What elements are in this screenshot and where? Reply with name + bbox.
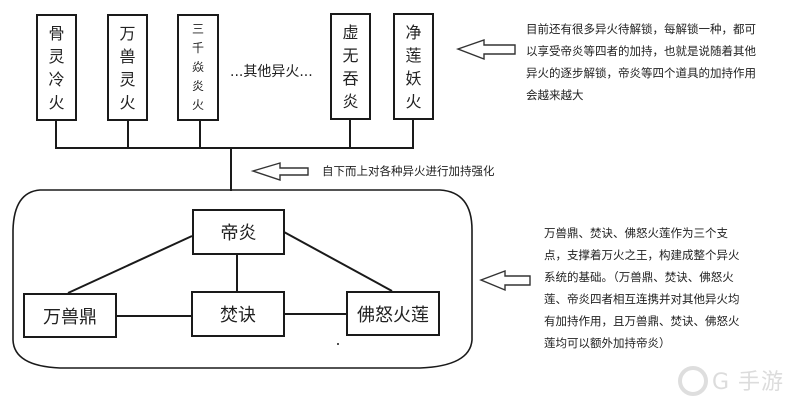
fire-char: 骨 [48, 23, 65, 43]
fire-box-sanqianyanyanhuo: 三 千 焱 炎 火 [177, 14, 219, 121]
fire-char: 炎 [191, 79, 204, 93]
other-fires-label: ...其他异火... [230, 64, 313, 80]
fire-char: 焱 [191, 60, 204, 74]
fire-char: 兽 [119, 46, 136, 66]
note-top: 目前还有很多异火待解锁，每解锁一种，都可以享受帝炎等四者的加持，也就是说随着其他… [526, 22, 756, 102]
fire-char: 炎 [342, 91, 359, 111]
note-middle: 自下而上对各种异火进行加持强化 [322, 164, 495, 178]
watermark-logo-icon [678, 366, 708, 396]
arrow-left-icon [479, 269, 531, 292]
fire-char: 千 [191, 41, 204, 55]
fire-char: 妖 [405, 68, 422, 88]
fire-char: 冷 [48, 69, 65, 89]
fire-char: 莲 [405, 45, 422, 65]
fire-char: 火 [405, 91, 422, 111]
fire-char: 火 [119, 92, 136, 112]
fire-char: 灵 [48, 46, 65, 66]
core-box-wanshouding: 万兽鼎 [23, 293, 117, 338]
arrow-left-icon [455, 39, 516, 61]
arrow-left-icon [250, 162, 309, 181]
fire-box-jinglianyaohuo: 净 莲 妖 火 [393, 13, 434, 120]
fire-char: 无 [342, 45, 359, 65]
core-box-diyan: 帝炎 [192, 209, 285, 255]
fire-char: 万 [119, 23, 136, 43]
fire-char: 火 [48, 92, 65, 112]
link-top-left [67, 235, 193, 294]
stray-dot [337, 343, 339, 345]
fire-char: 三 [191, 22, 204, 36]
fire-box-xuwutunyan: 虚 无 吞 炎 [330, 13, 371, 120]
core-container [12, 189, 473, 369]
fire-char: 净 [405, 22, 422, 42]
core-box-fonuhuolian: 佛怒火莲 [346, 291, 440, 336]
fire-box-wanshoulinghuo: 万 兽 灵 火 [107, 14, 148, 121]
fire-char: 灵 [119, 69, 136, 89]
note-bottom: 万兽鼎、焚诀、佛怒火莲作为三个支点，支撑着万火之王，构建成整个异火系统的基础。（… [544, 226, 740, 350]
fire-char: 吞 [342, 68, 359, 88]
watermark-text: G 手游 [712, 370, 785, 395]
link-top-right [283, 231, 393, 292]
fire-char: 虚 [342, 22, 359, 42]
fire-char: 火 [191, 98, 204, 112]
core-box-fenjue: 焚诀 [191, 291, 285, 337]
fire-box-gulinglenghuo: 骨 灵 冷 火 [36, 14, 77, 121]
